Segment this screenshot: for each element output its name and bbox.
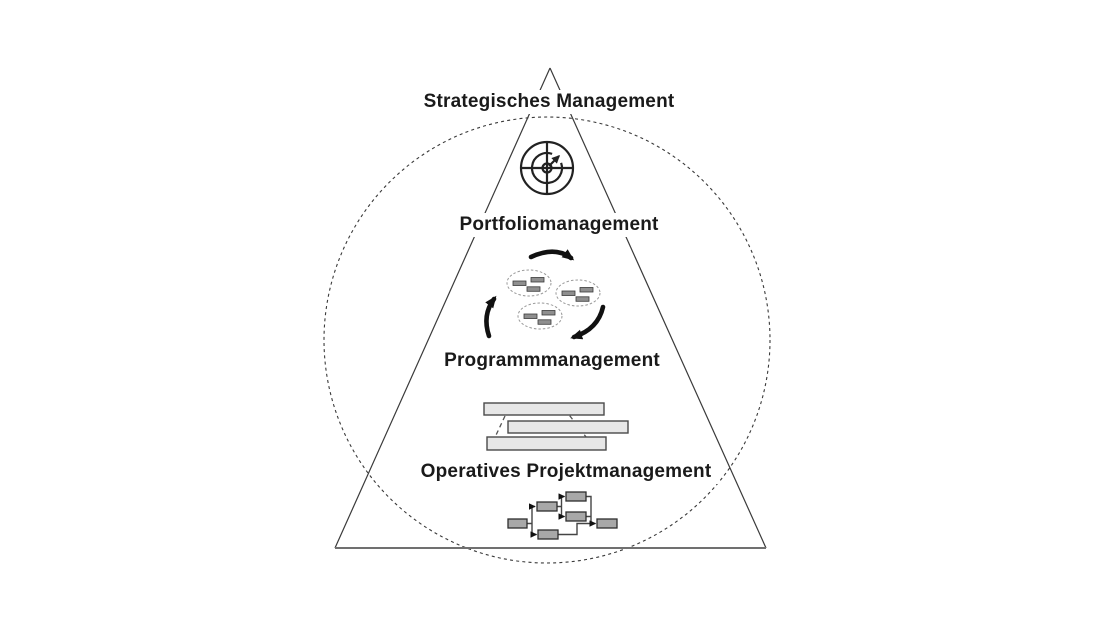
label-operatives-projektmanagement: Operatives Projektmanagement [413,460,719,484]
project-cluster-3 [517,302,563,330]
label-strategisches-management: Strategisches Management [416,90,682,114]
project-cluster-2 [555,279,601,307]
scope-circle [323,116,771,564]
pyramid-triangle [334,67,767,549]
target-goal-icon [519,140,575,196]
program-gantt-icon [483,402,629,451]
project-network-icon [507,491,618,540]
label-portfoliomanagement: Portfoliomanagement [452,213,666,237]
portfolio-cycle-icon [484,249,606,340]
label-programmmanagement: Programmmanagement [437,349,667,373]
project-cluster-1 [506,269,552,297]
